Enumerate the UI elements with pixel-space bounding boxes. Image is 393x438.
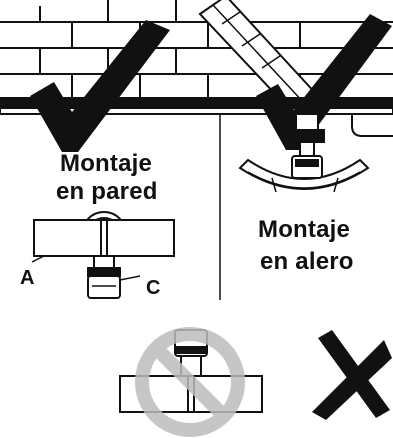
eave-mount-label-line2: en alero bbox=[260, 248, 354, 275]
roof-rafter bbox=[198, 0, 320, 114]
wall-mount-label-line1: Montaje bbox=[60, 150, 153, 177]
check-mark-icon bbox=[30, 20, 170, 152]
eave-light-fixture bbox=[238, 113, 370, 193]
eave-mount-label-line1: Montaje bbox=[258, 216, 351, 243]
no-symbol-icon bbox=[135, 327, 245, 437]
part-label-c: C bbox=[146, 277, 161, 299]
wall-mount-label-line2: en pared bbox=[56, 178, 158, 205]
part-label-a: A bbox=[20, 267, 35, 289]
check-mark-icon bbox=[256, 14, 392, 150]
x-mark-icon bbox=[312, 330, 392, 420]
wall-light-fixture bbox=[31, 211, 175, 299]
